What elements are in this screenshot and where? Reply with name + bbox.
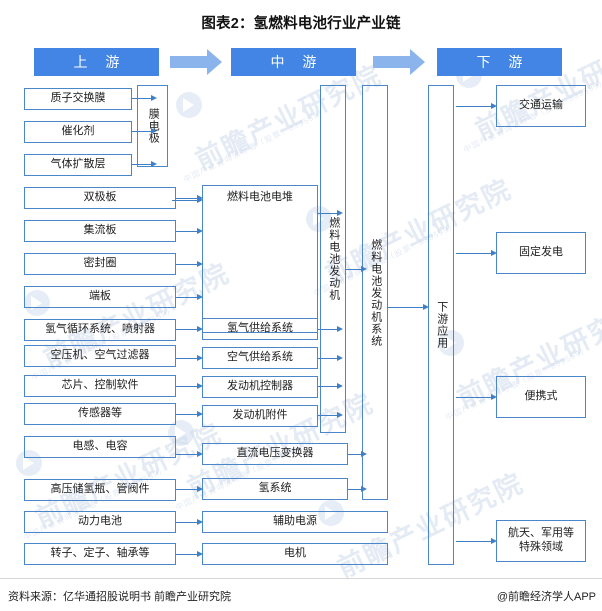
connector-acc-to-engine [318, 412, 344, 419]
upstream-item-0[interactable]: 质子交换膜 [24, 88, 132, 110]
downstream-item-0[interactable]: 交通运输 [496, 85, 586, 127]
watermark-subtext: 中国产业咨询领导者（股票：839599） [182, 106, 329, 185]
footer-source: 资料来源：亿华通招股说明书 前瞻产业研究院 [8, 591, 232, 603]
downstream-item-3-line2: 特殊领域 [519, 541, 563, 553]
downstream-spine[interactable]: 下游应用 [428, 85, 454, 565]
midstream-engine-box[interactable]: 燃料电池发动机 [320, 85, 346, 433]
watermark-subtext: 中国产业咨询领导者（股票：839599） [30, 304, 177, 383]
upstream-item-13[interactable]: 动力电池 [24, 511, 176, 533]
footer-brand: @前瞻经济学人APP [496, 591, 596, 603]
watermark-logo [176, 92, 202, 118]
downstream-item-2[interactable]: 便携式 [496, 376, 586, 418]
connector-downstream-to-item-0 [456, 103, 498, 110]
upstream-item-2[interactable]: 气体扩散层 [24, 154, 132, 176]
header-midstream[interactable]: 中 游 [231, 48, 356, 76]
connector-upstream-4-to-stack [176, 228, 204, 235]
connector-upstream-10-to-acc [176, 411, 204, 418]
downstream-item-3-line1: 航天、军用等 [508, 527, 574, 540]
connector-upstream-12-to-h2sys [176, 486, 204, 493]
midstream-item-0[interactable]: 燃料电池电堆 [202, 185, 318, 333]
downstream-item-3[interactable]: 航天、军用等 特殊领域 [496, 520, 586, 562]
connector-upstream-11-to-dcdc [176, 451, 204, 458]
connector-upstream-14-to-motor [176, 551, 204, 558]
page-title: 图表2：氢燃料电池行业产业链 [201, 16, 401, 32]
upstream-item-11[interactable]: 电感、电容 [24, 436, 176, 458]
upstream-item-14[interactable]: 转子、定子、轴承等 [24, 543, 176, 565]
connector-upstream-5-to-stack [176, 261, 204, 268]
arrow-upstream-to-midstream [170, 49, 222, 75]
connector-upstream-7-to-h2 [176, 326, 204, 333]
connector-engine-system-to-downstream [388, 304, 430, 311]
connector-downstream-to-item-2 [456, 394, 498, 401]
midstream-item-2[interactable]: 空气供给系统 [202, 347, 318, 369]
connector-upstream-1-to-mea [132, 128, 158, 135]
midstream-item-7[interactable]: 辅助电源 [202, 511, 388, 533]
header-downstream[interactable]: 下 游 [437, 48, 562, 76]
connector-downstream-to-item-1 [456, 250, 498, 257]
upstream-item-10[interactable]: 传感器等 [24, 403, 176, 425]
connector-upstream-9-to-ecu [176, 383, 204, 390]
upstream-item-4[interactable]: 集流板 [24, 220, 176, 242]
connector-dcdc-to-engine-system [348, 451, 368, 458]
connector-upstream-2-to-mea [132, 161, 158, 168]
upstream-item-1[interactable]: 催化剂 [24, 121, 132, 143]
connector-ecu-to-engine [318, 383, 344, 390]
connector-h2supply-to-engine [318, 326, 344, 333]
midstream-item-6[interactable]: 氢系统 [202, 478, 348, 500]
connector-engine-to-engine-system [346, 266, 368, 273]
midstream-item-1[interactable]: 氢气供给系统 [202, 318, 318, 340]
upstream-item-12[interactable]: 高压储氢瓶、管阀件 [24, 479, 176, 501]
connector-upstream-0-to-mea [132, 95, 158, 102]
midstream-item-3[interactable]: 发动机控制器 [202, 376, 318, 398]
connector-h2sys-to-engine-system [348, 486, 368, 493]
upstream-item-6[interactable]: 端板 [24, 286, 176, 308]
upstream-item-8[interactable]: 空压机、空气过滤器 [24, 345, 176, 367]
midstream-item-5[interactable]: 直流电压变换器 [202, 443, 348, 465]
connector-stack-to-engine [318, 210, 344, 217]
header-upstream[interactable]: 上 游 [34, 48, 159, 76]
connector-downstream-to-item-3 [456, 538, 498, 545]
connector-upstream-8-to-air [176, 355, 204, 362]
connector-upstream-6-to-stack [176, 294, 204, 301]
connector-upstream-13-to-aux [176, 519, 204, 526]
arrow-midstream-to-downstream [373, 49, 425, 75]
upstream-item-9[interactable]: 芯片、控制软件 [24, 375, 176, 397]
connector-upstream-3-to-stack [176, 195, 204, 202]
upstream-item-7[interactable]: 氢气循环系统、喷射器 [24, 319, 176, 341]
upstream-item-3[interactable]: 双极板 [24, 187, 176, 209]
connector-airsupply-to-engine [318, 355, 344, 362]
downstream-item-1[interactable]: 固定发电 [496, 232, 586, 274]
footer-divider [0, 578, 602, 579]
upstream-item-5[interactable]: 密封圈 [24, 253, 176, 275]
midstream-item-8[interactable]: 电机 [202, 543, 388, 565]
midstream-engine-system-box[interactable]: 燃料电池发动机系统 [362, 85, 388, 500]
midstream-item-4[interactable]: 发动机附件 [202, 405, 318, 427]
